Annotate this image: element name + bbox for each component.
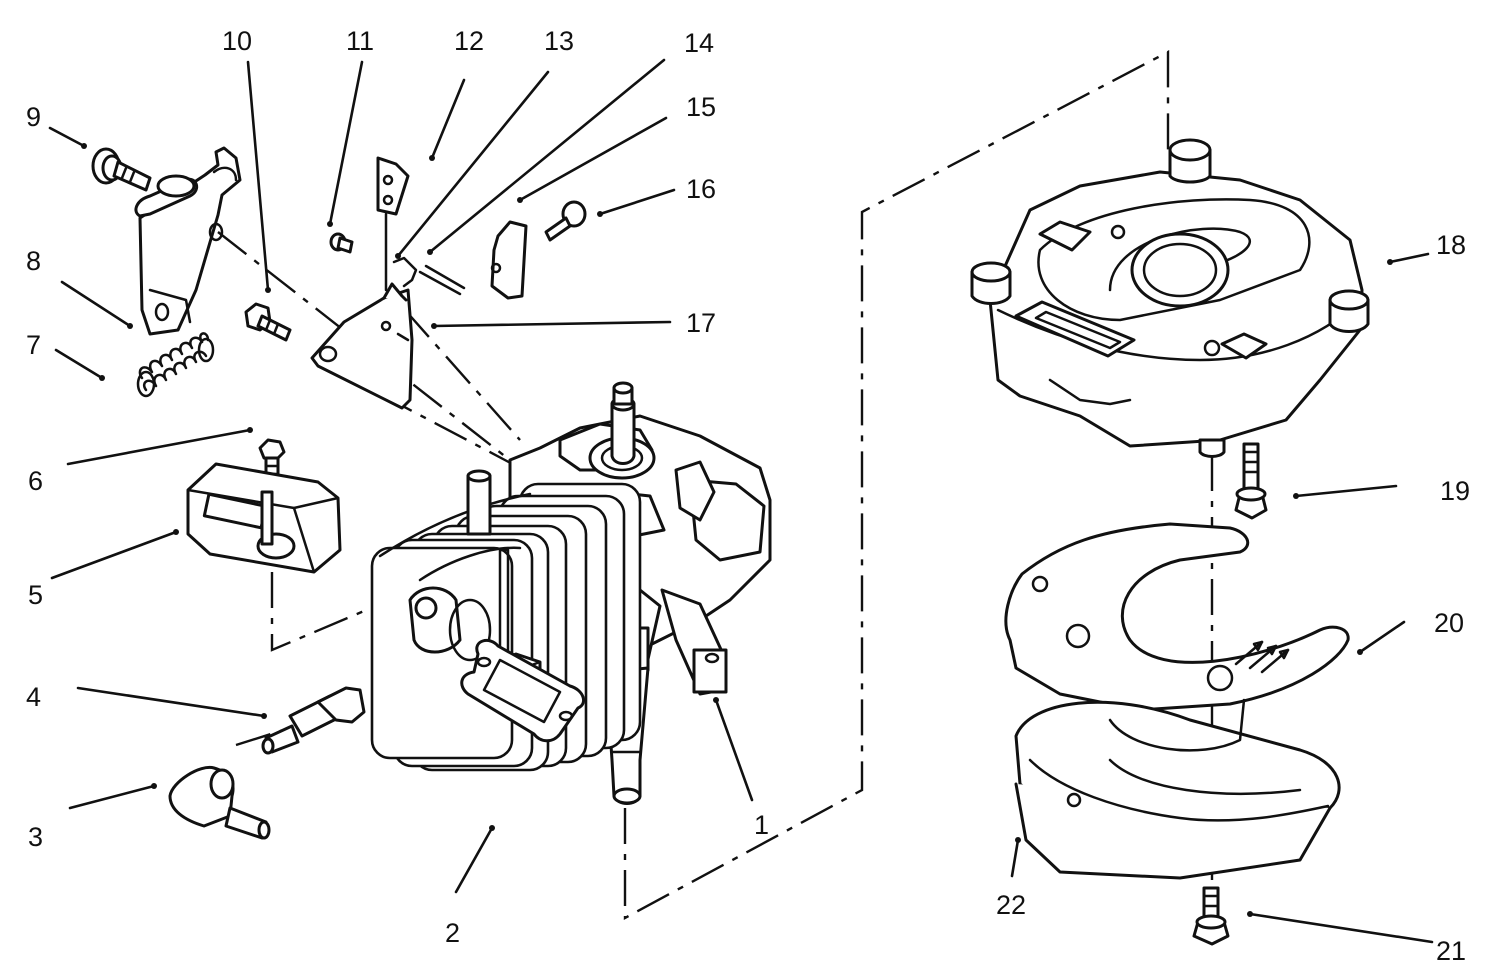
callout-22: 22 (996, 890, 1026, 920)
callout-20: 20 (1434, 608, 1464, 638)
callout-19: 19 (1440, 476, 1470, 506)
callout-18: 18 (1436, 230, 1466, 260)
part-8-control-bracket (134, 146, 242, 336)
part-21-bolt (1192, 886, 1230, 946)
part-18-housing (970, 138, 1370, 458)
callout-5: 5 (28, 580, 43, 610)
part-10-bolt (244, 302, 292, 342)
part-12-link-bracket (376, 156, 410, 292)
callout-numbers: 1 2 3 4 5 6 7 8 9 10 11 12 13 14 15 16 1… (26, 26, 1470, 966)
part-16-screw (544, 200, 587, 242)
callout-6: 6 (28, 466, 43, 496)
callout-8: 8 (26, 246, 41, 276)
leader-lines (48, 58, 1434, 944)
callout-7: 7 (26, 330, 41, 360)
part-19-bolt (1234, 442, 1268, 520)
callout-12: 12 (454, 26, 484, 56)
callout-15: 15 (686, 92, 716, 122)
callout-1: 1 (754, 810, 769, 840)
part-1-engine-block (370, 381, 772, 805)
part-15-plate (490, 220, 528, 300)
callout-2: 2 (445, 918, 460, 948)
part-11-pin (329, 232, 354, 254)
part-17-mounting-bracket (310, 256, 466, 410)
part-3-spark-plug-boot (168, 765, 271, 840)
part-22-base-pan (1014, 698, 1341, 880)
callout-11: 11 (346, 26, 374, 56)
part-4-spark-plug (261, 686, 366, 755)
callout-17: 17 (686, 308, 716, 338)
part-5-ignition-module (186, 462, 342, 574)
callout-9: 9 (26, 102, 41, 132)
callout-21: 21 (1436, 936, 1466, 966)
part-20-gasket-plate (1004, 522, 1350, 712)
callout-16: 16 (686, 174, 716, 204)
part-9-shoulder-screw (91, 147, 152, 192)
callout-13: 13 (544, 26, 574, 56)
part-2-exhaust-gasket (460, 638, 586, 743)
callout-14: 14 (684, 28, 714, 58)
part-7-spring (136, 332, 215, 398)
callout-4: 4 (26, 682, 41, 712)
callout-10: 10 (222, 26, 252, 56)
callout-3: 3 (28, 822, 43, 852)
